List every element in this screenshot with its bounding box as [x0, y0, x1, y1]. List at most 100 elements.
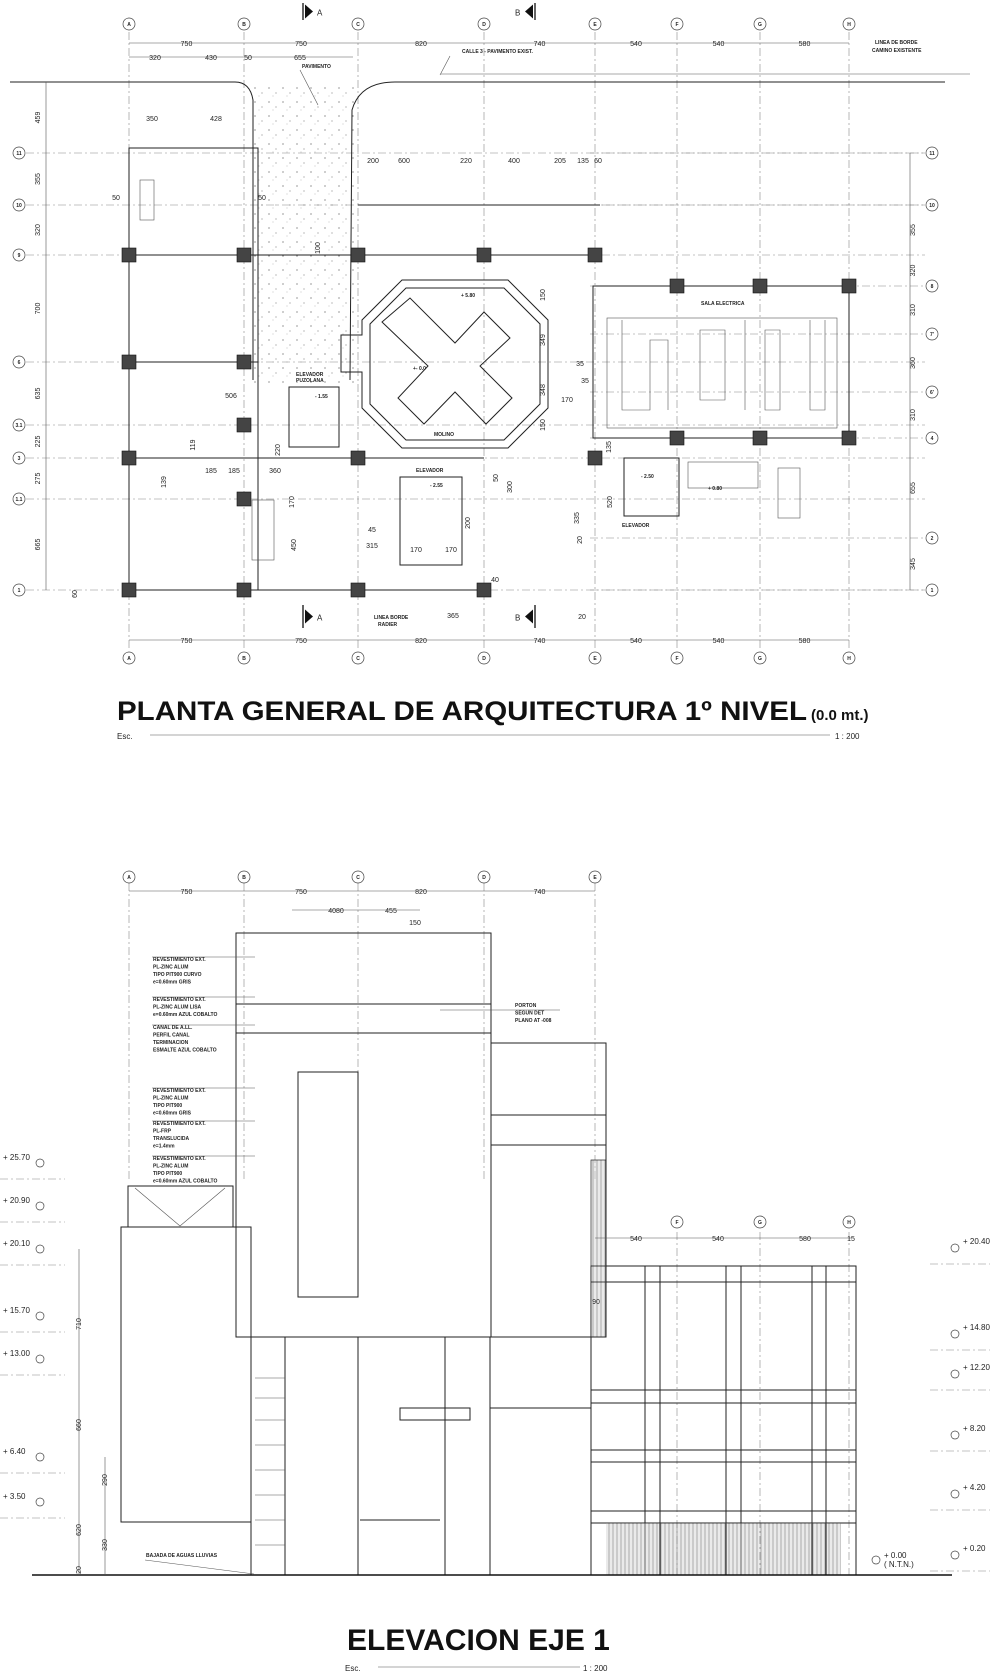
note-text: REVESTIMIENTO EXT. [153, 1156, 206, 1162]
label-elevador-1: ELEVADOR [416, 468, 444, 474]
plan-row-left-label: 1.1 [16, 497, 23, 503]
dimension-label: 360 [910, 357, 917, 369]
dimension-label: 50 [244, 55, 252, 62]
dimension-label: 580 [799, 41, 811, 48]
plan-row-left-bubble [12, 248, 26, 262]
dimension-label: 600 [398, 158, 410, 165]
plan-axis-bottom-label: C [356, 656, 360, 662]
label-linea-borde-2: CAMINO EXISTENTE [872, 48, 922, 54]
dimension-label: 90 [592, 1299, 600, 1306]
plan-row-left-label: 6 [18, 360, 21, 366]
note-text: TIPO PIT900 [153, 1171, 182, 1177]
note-text: TERMINACION [153, 1040, 189, 1046]
dimension-label: 170 [410, 547, 422, 554]
floor-plan: PAVIMENTO CALLE 3 - PAVIMENTO EXIST. LIN… [10, 3, 970, 665]
dimension-label: 455 [385, 908, 397, 915]
dimension-label: 4080 [328, 908, 344, 915]
section-arrow-icon [305, 4, 313, 19]
plan-axis-top-label: B [242, 22, 246, 28]
level-symbol-icon [950, 1430, 960, 1440]
elev-axis-label: D [482, 875, 486, 881]
level-mark-left: + 15.70 [3, 1306, 30, 1315]
column [752, 278, 768, 294]
dimension-label: 225 [35, 436, 42, 448]
level-3: - 1.55 [315, 394, 328, 400]
note-text: REVESTIMIENTO EXT. [153, 1121, 206, 1127]
plan-row-left-label: 3.1 [16, 423, 23, 429]
dimension-label: 205 [554, 158, 566, 165]
label-calle: CALLE 3 - PAVIMENTO EXIST. [462, 49, 533, 55]
dimension-label: 750 [295, 889, 307, 896]
dimension-label: 350 [146, 116, 158, 123]
dimension-label: 150 [540, 289, 547, 301]
dimension-label: 320 [35, 224, 42, 236]
dimension-label: 35 [576, 361, 584, 368]
section-marker-label: B [515, 9, 520, 18]
label-elevador-puzolana-1: ELEVADOR [296, 372, 324, 378]
dimension-label: 348 [540, 384, 547, 396]
level-symbol-icon [950, 1550, 960, 1560]
column [350, 582, 366, 598]
column [350, 450, 366, 466]
plan-axis-bottom-label: A [127, 656, 131, 662]
dimension-label: 820 [415, 41, 427, 48]
column [476, 582, 492, 598]
plan-axis-top-label: H [847, 22, 851, 28]
dimension-label: 135 [606, 441, 613, 453]
dimension-label: 119 [190, 439, 197, 450]
level-mark-left: + 13.00 [3, 1349, 30, 1358]
note-text: e=0.60mm AZUL COBALTO [153, 1012, 218, 1018]
dimension-label: 540 [630, 41, 642, 48]
dimension-label: 580 [799, 638, 811, 645]
elev-axis-right-bubble [753, 1215, 767, 1229]
elev-axis-label: A [127, 875, 131, 881]
plan-row-right-bubble [925, 385, 939, 399]
dimension-label: 710 [76, 1318, 83, 1330]
note-text: e=0.60mm GRIS [153, 980, 192, 986]
level-5: - 2.50 [641, 474, 654, 480]
level-symbol-icon [35, 1201, 45, 1211]
plan-axis-top-label: A [127, 22, 131, 28]
dimension-label: 349 [540, 334, 547, 346]
note-text: e=1.4mm [153, 1144, 175, 1150]
column [236, 247, 252, 263]
column [669, 278, 685, 294]
dimension-label: 655 [910, 482, 917, 494]
dimension-label: 60 [72, 590, 79, 598]
label-linea-radier-1: LINEA BORDE [374, 615, 409, 621]
plan-scale-label: Esc. [117, 732, 133, 741]
level-mark-right: + 20.40 [963, 1237, 990, 1246]
level-mark-right: + 0.20 [963, 1544, 986, 1553]
plan-axis-top-bubble [237, 17, 251, 31]
porton-note: SEGUN DET [515, 1011, 544, 1017]
column [350, 247, 366, 263]
label-elevador-2: ELEVADOR [622, 523, 650, 529]
plan-axis-bottom-bubble [588, 651, 602, 665]
plan-axis-bottom-label: H [847, 656, 851, 662]
dimension-label: 450 [291, 539, 298, 551]
column [669, 430, 685, 446]
dimension-label: 185 [228, 468, 240, 475]
plan-row-left-label: 10 [16, 203, 22, 209]
plan-axis-bottom-label: G [758, 656, 762, 662]
dimension-label: 620 [76, 1524, 83, 1536]
dimension-label: 580 [799, 1236, 811, 1243]
dimension-label: 150 [540, 419, 547, 431]
dimension-label: 275 [35, 473, 42, 485]
dimension-label: 45 [368, 527, 376, 534]
bajada-note: BAJADA DE AGUAS LLUVIAS [146, 1553, 218, 1559]
plan-axis-top-label: C [356, 22, 360, 28]
elev-axis-bubble [351, 870, 365, 884]
dimension-label: 540 [713, 41, 725, 48]
plan-row-left-bubble [12, 146, 26, 160]
band-volume [235, 1003, 492, 1034]
dimension-label: 700 [35, 303, 42, 315]
dimension-label: 635 [35, 388, 42, 400]
dimension-label: 520 [607, 496, 614, 508]
plan-axis-top-bubble [477, 17, 491, 31]
dimension-label: 750 [295, 41, 307, 48]
plan-axis-bottom-label: B [242, 656, 246, 662]
dimension-label: 150 [409, 920, 421, 927]
level-symbol-icon [950, 1489, 960, 1499]
section-arrow-icon [525, 609, 533, 624]
